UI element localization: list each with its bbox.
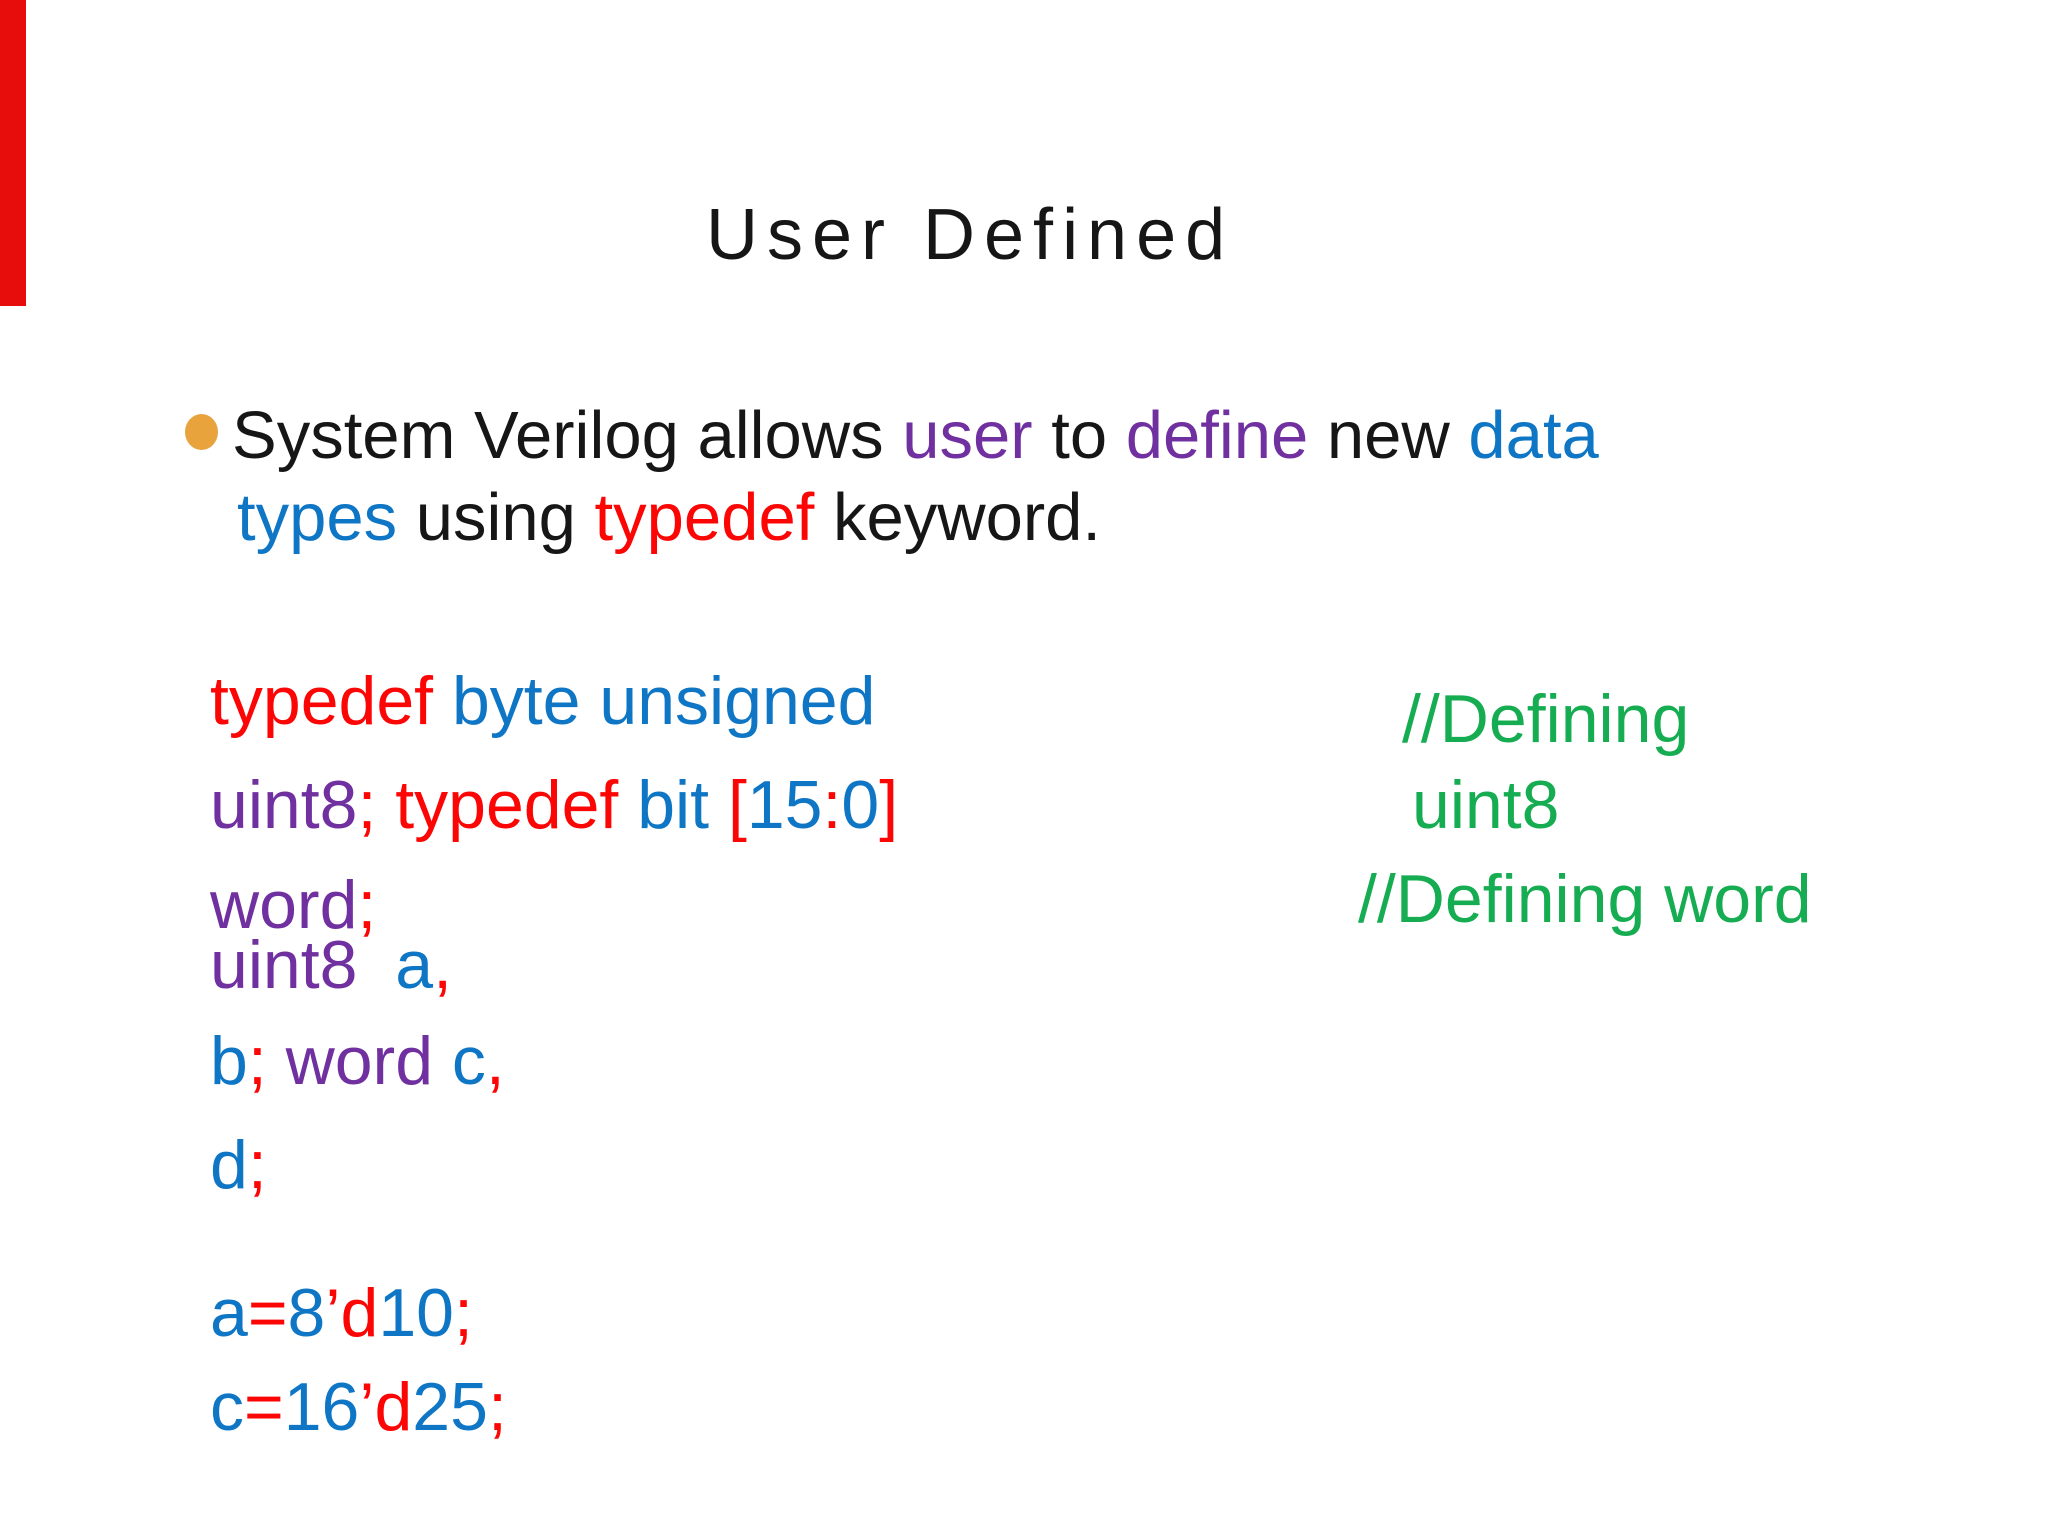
text-segment: typedef: [210, 663, 434, 739]
code-line-b-word-c: b; word c,: [210, 1022, 505, 1100]
text-segment: 15: [746, 767, 823, 843]
bullet-icon: [185, 414, 218, 450]
text-segment: b: [210, 1023, 248, 1099]
text-segment: 25: [412, 1369, 488, 1445]
text-segment: ;: [487, 1369, 507, 1445]
text-segment: 16: [283, 1369, 360, 1445]
code-line-typedef-byte: typedef byte unsigned: [210, 662, 875, 740]
comment-defining-word: //Defining word: [1358, 861, 1812, 937]
code-line-uint8-typedef-bit: uint8; typedef bit [15:0]: [210, 766, 898, 844]
text-segment: =: [244, 1369, 284, 1445]
code-line-word: word;: [210, 866, 376, 944]
text-segment: c: [210, 1369, 244, 1445]
comment-uint8: uint8: [1412, 767, 1560, 843]
text-segment: c: [451, 1023, 486, 1099]
left-edge-red-bar: [0, 0, 26, 306]
text-segment: byte unsigned: [433, 663, 876, 739]
text-segment: [: [727, 767, 747, 843]
text-segment: =: [247, 1275, 288, 1351]
text-segment: ;: [453, 1275, 473, 1351]
code-line-uint8-a: uint8 a,: [210, 926, 452, 1004]
text-segment: d: [210, 1127, 248, 1203]
text-segment: uint8: [210, 767, 358, 843]
text-segment: ,: [433, 927, 452, 1003]
bullet-text-line-1: System Verilog allows user to define new…: [232, 396, 1599, 475]
text-segment: ’d: [359, 1369, 413, 1445]
text-segment: types: [237, 480, 398, 555]
text-segment: a: [357, 927, 434, 1003]
text-segment: to: [1032, 398, 1126, 473]
bullet-text-line-2: types using typedef keyword.: [237, 478, 1101, 557]
text-segment: ;: [357, 867, 377, 943]
text-segment: ,: [485, 1023, 505, 1099]
page-title: User Defined: [706, 195, 1235, 275]
text-segment: bit: [637, 767, 728, 843]
text-segment: ]: [879, 767, 899, 843]
text-segment: word: [210, 867, 358, 943]
text-segment: :: [822, 767, 842, 843]
text-segment: user: [902, 398, 1033, 473]
code-line-a-assign: a=8’d10;: [210, 1274, 473, 1352]
text-segment: using: [397, 480, 595, 555]
comment-defining: //Defining: [1402, 681, 1690, 757]
code-line-c-assign: c=16’d25;: [210, 1368, 507, 1446]
text-segment: 0: [841, 767, 880, 843]
text-segment: data: [1468, 398, 1599, 473]
text-segment: typedef: [594, 480, 815, 555]
text-segment: ; typedef: [357, 767, 638, 843]
text-segment: ;: [247, 1127, 267, 1203]
text-segment: 10: [378, 1275, 454, 1351]
text-segment: word: [266, 1023, 452, 1099]
text-segment: 8: [287, 1275, 326, 1351]
text-segment: define: [1125, 398, 1309, 473]
text-segment: keyword.: [814, 480, 1102, 555]
text-segment: ’d: [325, 1275, 379, 1351]
code-line-d: d;: [210, 1126, 267, 1204]
text-segment: uint8: [210, 927, 358, 1003]
text-segment: ;: [247, 1023, 267, 1099]
text-segment: new: [1308, 398, 1469, 473]
text-segment: a: [210, 1275, 248, 1351]
text-segment: System Verilog allows: [232, 398, 903, 473]
